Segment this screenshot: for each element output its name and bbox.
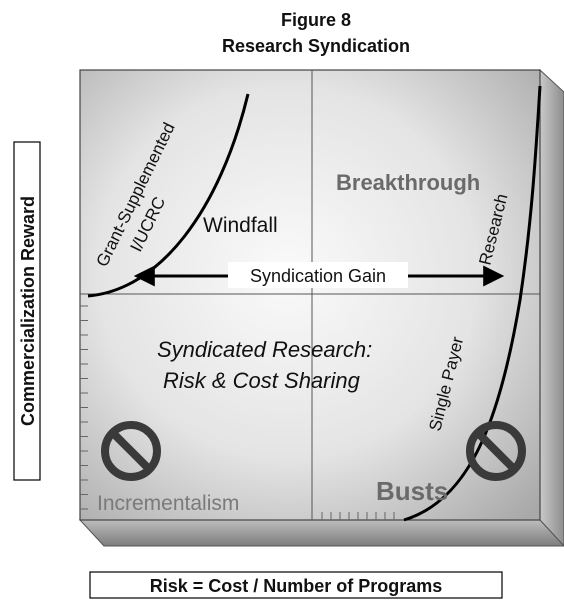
box-bottom-face <box>78 519 564 547</box>
center-text-line1: Syndicated Research: <box>157 337 372 362</box>
no-symbol-icon-left <box>101 421 161 481</box>
center-text-line2: Risk & Cost Sharing <box>163 368 361 393</box>
x-axis-label: Risk = Cost / Number of Programs <box>150 576 443 596</box>
grant-supplemented-curve <box>87 93 250 298</box>
quadrant-windfall: Windfall <box>203 214 278 237</box>
figure-number: Figure 8 <box>281 10 351 30</box>
quadrant-incrementalism: Incrementalism <box>97 492 239 515</box>
single-payer-curve <box>403 85 542 522</box>
x-axis-label-box <box>89 571 503 599</box>
quadrant-busts: Busts <box>376 476 448 506</box>
box-side-face <box>539 68 564 547</box>
y-axis-label: Commercialization Reward <box>18 196 38 426</box>
x-axis-ticks <box>321 512 395 520</box>
figure-title: Research Syndication <box>222 36 410 56</box>
quadrant-breakthrough: Breakthrough <box>336 170 480 195</box>
syndication-gain-label-bg <box>228 262 408 288</box>
y-axis-label-box <box>13 141 41 481</box>
syndication-gain-label: Syndication Gain <box>250 266 386 286</box>
no-symbol-icon-right <box>466 421 526 481</box>
y-axis-ticks <box>80 305 88 510</box>
